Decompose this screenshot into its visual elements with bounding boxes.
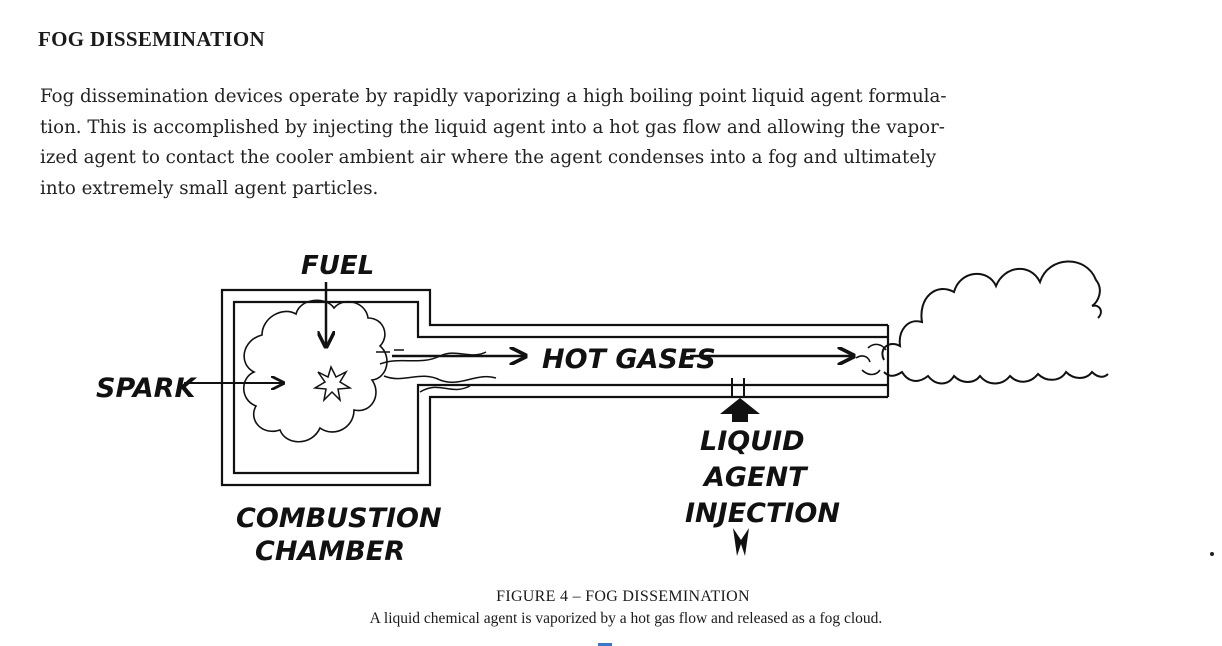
page-edge-mark xyxy=(598,643,612,646)
injection-arrow-up-icon xyxy=(720,398,760,422)
spark-label: SPARK xyxy=(96,373,197,404)
section-heading: FOG DISSEMINATION xyxy=(38,27,265,51)
fog-cloud xyxy=(881,260,1109,385)
figure-caption: A liquid chemical agent is vaporized by … xyxy=(0,610,1222,628)
injection-label: INJECTION xyxy=(685,498,840,529)
liquid-label: LIQUID xyxy=(700,426,805,457)
fog-cloud-inner xyxy=(855,343,887,376)
injection-nozzle xyxy=(731,378,745,397)
spark-star-icon xyxy=(312,364,353,403)
paragraph-line: Fog dissemination devices operate by rap… xyxy=(40,86,947,107)
figure-caption-text: A liquid chemical agent is vaporized by … xyxy=(369,610,883,627)
injection-arrow-bottom-icon xyxy=(733,528,749,556)
hot-gases-label: HOT GASES xyxy=(542,344,716,375)
body-paragraph: Fog dissemination devices operate by rap… xyxy=(40,82,1150,204)
combustion-label: COMBUSTION xyxy=(236,503,442,534)
figure-title-text: FIGURE 4 – FOG DISSEMINATION xyxy=(496,588,750,605)
scan-speck xyxy=(1210,552,1214,556)
fuel-label: FUEL xyxy=(301,251,374,281)
flame-cloud xyxy=(242,299,388,443)
figure-title: FIGURE 4 – FOG DISSEMINATION xyxy=(0,588,1222,606)
agent-label: AGENT xyxy=(702,462,809,493)
paragraph-line: tion. This is accomplished by injecting … xyxy=(40,116,945,138)
paragraph-line: ized agent to contact the cooler ambient… xyxy=(40,147,937,168)
combustion-chamber-walls xyxy=(220,288,890,487)
chamber-label: CHAMBER xyxy=(255,536,405,567)
paragraph-line: into extremely small agent particles. xyxy=(40,177,379,199)
